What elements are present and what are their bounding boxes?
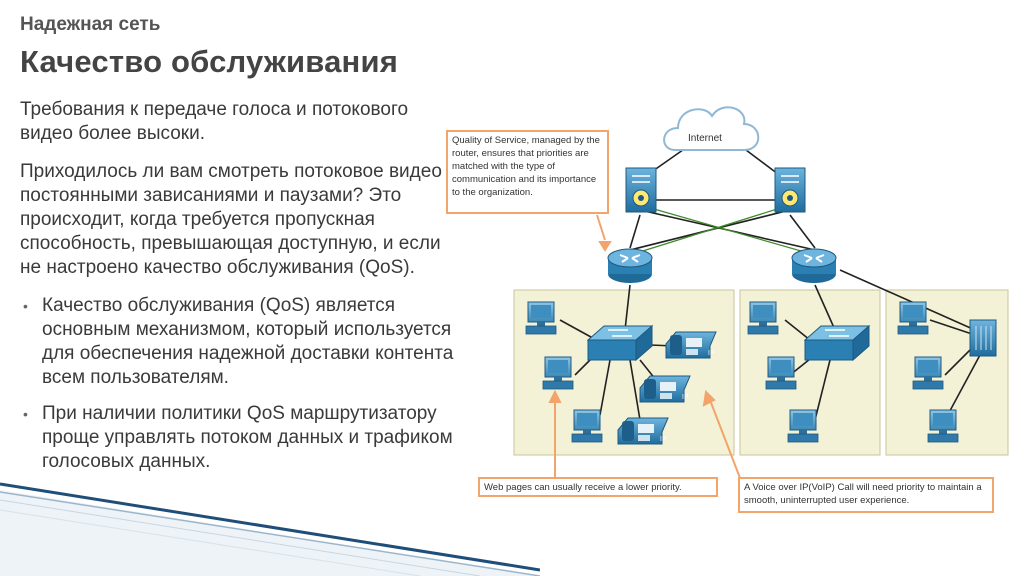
network-diagram: IP IP IP xyxy=(440,95,1024,525)
pc-icon xyxy=(765,356,797,390)
bullet-icon: • xyxy=(23,406,28,422)
router-icon xyxy=(607,248,653,284)
slide-body: Требования к передаче голоса и потоковог… xyxy=(20,98,460,486)
bullet-text: Качество обслуживания (QoS) является осн… xyxy=(42,295,454,388)
pc-icon xyxy=(927,409,959,443)
streaming-paragraph: Приходилось ли вам смотреть потоковое ви… xyxy=(20,161,457,278)
pc-icon xyxy=(571,409,603,443)
cloud-icon xyxy=(663,106,760,151)
slide-title: Качество обслуживания xyxy=(20,44,399,79)
switch-icon xyxy=(625,167,657,213)
phone-label: IP xyxy=(682,394,689,401)
pc-icon xyxy=(525,301,557,335)
server-icon xyxy=(969,319,997,357)
slide-subtitle: Надежная сеть xyxy=(20,14,161,35)
qos-callout: Quality of Service, managed by the route… xyxy=(446,130,609,214)
web-priority-callout: Web pages can usually receive a lower pr… xyxy=(478,477,718,497)
bullet-item: • При наличии политики QoS маршрутизатор… xyxy=(20,402,460,474)
intro-paragraph: Требования к передаче голоса и потоковог… xyxy=(20,99,409,144)
phone-label: IP xyxy=(660,436,667,443)
switch-icon xyxy=(774,167,806,213)
switch-icon xyxy=(587,325,653,361)
router-icon xyxy=(791,248,837,284)
decorative-stripe xyxy=(0,482,540,576)
bullet-text: При наличии политики QoS маршрутизатору … xyxy=(42,403,453,472)
pc-icon xyxy=(897,301,929,335)
internet-label: Internet xyxy=(688,133,722,144)
bullet-item: • Качество обслуживания (QoS) является о… xyxy=(20,294,460,390)
pc-icon xyxy=(787,409,819,443)
pc-icon xyxy=(747,301,779,335)
phone-label: IP xyxy=(708,350,715,357)
voip-priority-callout: A Voice over IP(VoIP) Call will need pri… xyxy=(738,477,994,513)
bullet-icon: • xyxy=(23,298,28,314)
pc-icon xyxy=(542,356,574,390)
pc-icon xyxy=(912,356,944,390)
switch-icon xyxy=(804,325,870,361)
